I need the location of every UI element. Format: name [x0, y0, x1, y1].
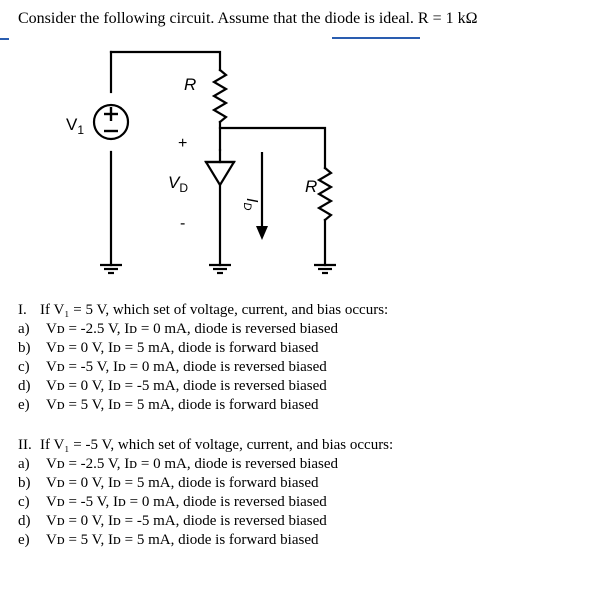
wire-node-right: [218, 120, 327, 170]
current-label: ID: [241, 198, 260, 210]
ground-symbol-diode: [209, 263, 231, 275]
question-2-prompt: II. If V₁ = -5 V, which set of voltage, c…: [18, 436, 393, 455]
question-1-option-e: e)Vᴅ = 5 V, Iᴅ = 5 mA, diode is forward …: [18, 397, 319, 413]
resistor-top: [211, 68, 229, 124]
question-2-option-d: d)Vᴅ = 0 V, Iᴅ = -5 mA, diode is reverse…: [18, 513, 327, 529]
question-1-prompt: I. If V₁ = 5 V, which set of voltage, cur…: [18, 301, 388, 320]
resistor-top-label: R: [184, 75, 196, 94]
question-2-option-c: c)Vᴅ = -5 V, Iᴅ = 0 mA, diode is reverse…: [18, 494, 327, 510]
resistor-right: [316, 166, 334, 222]
question-2-option-e: e)Vᴅ = 5 V, Iᴅ = 5 mA, diode is forward …: [18, 532, 319, 548]
question-2-number: II.: [18, 437, 32, 453]
diode-voltage-label: VD: [168, 173, 188, 195]
ground-symbol-resistor: [314, 263, 336, 275]
question-2-option-a: a)Vᴅ = -2.5 V, Iᴅ = 0 mA, diode is rever…: [18, 456, 339, 472]
question-2-option-b: b)Vᴅ = 0 V, Iᴅ = 5 mA, diode is forward …: [18, 475, 319, 491]
question-1-option-c: c)Vᴅ = -5 V, Iᴅ = 0 mA, diode is reverse…: [18, 359, 327, 375]
question-1-text: If V₁ = 5 V, which set of voltage, curre…: [40, 302, 389, 318]
selection-underline: [332, 37, 420, 39]
question-2-text: If V₁ = -5 V, which set of voltage, curr…: [40, 437, 394, 453]
plus-sign: +: [178, 135, 187, 152]
source-label: V1: [66, 115, 84, 137]
question-1-option-a: a)Vᴅ = -2.5 V, Iᴅ = 0 mA, diode is rever…: [18, 321, 339, 337]
ground-symbol-source: [100, 263, 122, 275]
circuit-diagram: V1 R R VD + - ID: [66, 50, 336, 275]
diode-triangle: [204, 160, 236, 188]
margin-marker: [0, 38, 9, 40]
question-1-number: I.: [18, 302, 27, 318]
current-arrowhead: [256, 226, 268, 240]
minus-sign: -: [180, 215, 185, 232]
wire-top: [109, 50, 222, 72]
voltage-source: [92, 103, 130, 141]
resistor-right-label: R: [305, 177, 317, 196]
question-1-option-b: b)Vᴅ = 0 V, Iᴅ = 5 mA, diode is forward …: [18, 340, 319, 356]
question-1-option-d: d)Vᴅ = 0 V, Iᴅ = -5 mA, diode is reverse…: [18, 378, 327, 394]
problem-statement: Consider the following circuit. Assume t…: [18, 10, 478, 27]
